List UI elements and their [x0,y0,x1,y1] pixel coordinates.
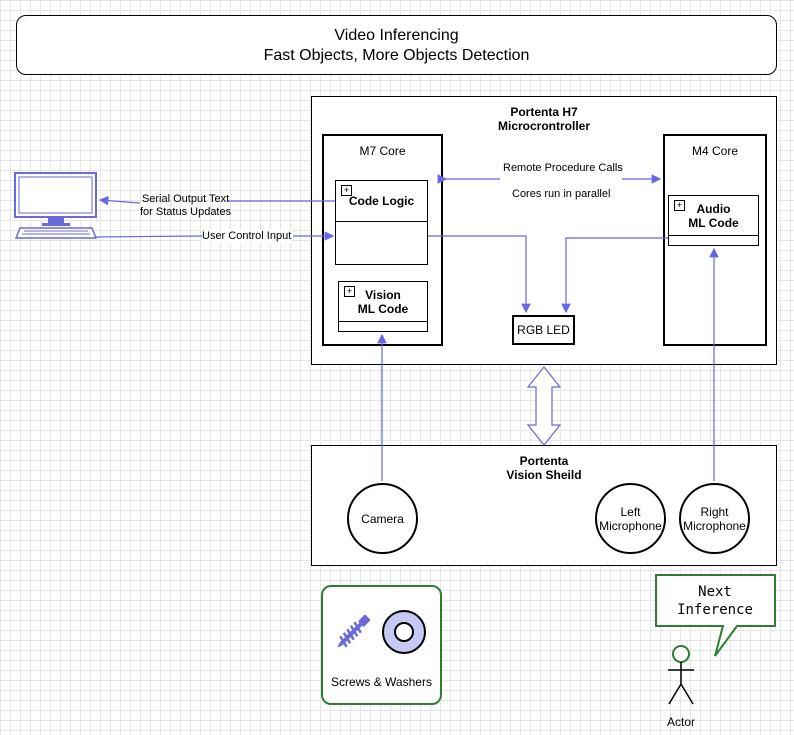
screws-washers-label: Screws & Washers [331,675,432,689]
washer-icon [381,609,427,655]
screws-washers-box: Screws & Washers [321,585,442,705]
screw-icon [333,609,373,655]
rpc-label: Remote Procedure Calls [503,162,623,174]
h7-title-line-2: Microcrontroller [497,119,590,133]
right-microphone-node: Right Microphone [679,483,750,554]
serial-arrow [98,195,141,206]
audio-label-line-1: Audio [696,202,731,216]
vision-ml-module: + Vision ML Code [338,281,428,332]
serial-output-label: Serial Output Text for Status Updates [140,193,231,219]
vision-label-line-2: ML Code [357,302,409,316]
diagram-title-box: Video Inferencing Fast Objects, More Obj… [16,15,777,75]
expand-icon: + [341,185,352,196]
actor-icon [664,644,698,706]
parallel-label: Cores run in parallel [512,188,611,200]
title-line-1: Video Inferencing [334,27,459,44]
rgb-led-box: RGB LED [512,315,575,345]
serial-line-1: Serial Output Text [141,193,230,205]
audio-ml-module: + Audio ML Code [668,195,759,246]
camera-node: Camera [347,483,418,554]
callout-line-1: Next [698,584,732,600]
left-microphone-node: Left Microphone [595,483,666,554]
h7-shield-double-arrow [526,366,562,446]
right-mic-line-1: Right [700,504,729,519]
shield-title-line-1: Portenta [519,454,569,468]
computer-icon [14,172,98,240]
next-inference-callout: Next Inference [655,574,777,658]
vision-label-line-1: Vision [365,288,401,302]
camera-label: Camera [361,511,404,526]
right-mic-line-2: Microphone [683,518,746,533]
callout-line-2: Inference [677,602,753,618]
code-logic-module: + Code Logic [335,180,428,265]
audio-label-line-2: ML Code [688,216,739,230]
actor-label: Actor [666,715,695,729]
title-line-2: Fast Objects, More Objects Detection [263,47,530,64]
serial-line-2: for Status Updates [140,206,232,218]
user-control-line-a [94,235,203,238]
expand-icon: + [674,200,685,211]
m7-core-title: M7 Core [359,144,406,158]
left-mic-line-1: Left [620,504,641,519]
shield-title-line-2: Vision Sheild [506,468,582,482]
rgb-led-label: RGB LED [517,323,570,337]
left-mic-line-2: Microphone [599,518,662,533]
expand-icon: + [344,286,355,297]
m4-core-title: M4 Core [691,144,738,158]
code-logic-label: Code Logic [348,194,415,208]
h7-title-line-1: Portenta H7 [510,105,578,119]
user-control-label: User Control Input [202,230,292,243]
